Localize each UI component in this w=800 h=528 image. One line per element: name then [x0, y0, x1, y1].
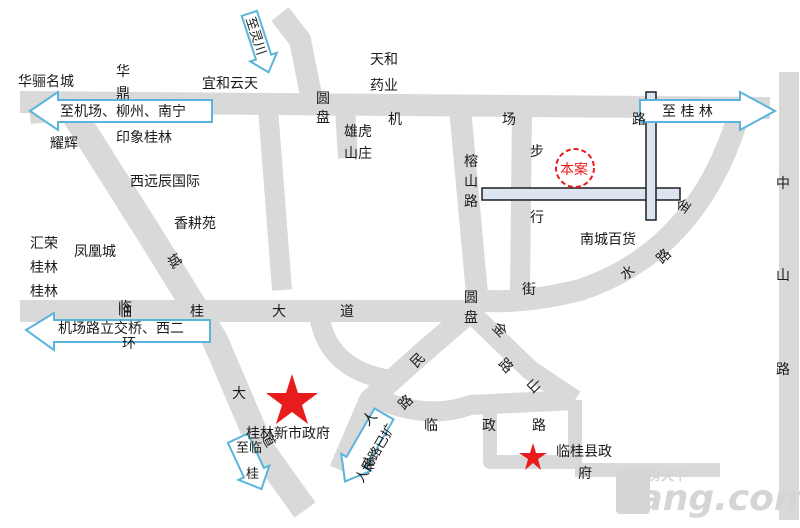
place-nancheng: 南城百货 [580, 231, 636, 248]
road-jinshui [468, 106, 751, 313]
place-county-gov-2: 府 [578, 466, 592, 482]
road-label-lingui-3: 大 [272, 304, 286, 320]
watermark-small: 房天下 [648, 468, 687, 484]
road-label-rongshan-2: 山 [464, 174, 478, 190]
project-marker [555, 148, 595, 188]
road-label-lingui-1: 临 [118, 304, 132, 320]
place-huading-1: 华 [116, 64, 130, 80]
arrow-guilin [639, 90, 778, 132]
road-label-zhongshan-3: 路 [776, 362, 790, 378]
road-label-airport-1: 机 [388, 112, 402, 128]
arrow-airport [28, 90, 213, 132]
road-label-zhongshan-1: 中 [776, 176, 790, 192]
place-huading-2: 鼎 [116, 86, 130, 102]
place-xiongfu-2: 山庄 [344, 145, 372, 162]
road-label-rongshan-3: 路 [464, 194, 478, 210]
road-label-lingui-4: 道 [340, 304, 354, 320]
road-label-chengguan-2: 道 [257, 430, 278, 450]
road-diagonal [59, 101, 316, 518]
road-label-buxing-2: 行 [530, 210, 544, 226]
road-label-chengguan-1: 大 [232, 386, 246, 402]
place-lingui-short: 临 [118, 300, 132, 316]
place-city-gov: 桂林新市政府 [246, 425, 330, 442]
arrow-west [24, 311, 211, 352]
place-labels: 华骊名城 华 鼎 宜和云天 天和 药业 耀辉 印象桂林 雄虎 山庄 西远辰国际 … [18, 52, 636, 482]
arrow-lingui [226, 432, 272, 491]
highlight-vertical [645, 91, 657, 221]
place-tianhe-1: 天和 [370, 52, 398, 68]
arrow-north [240, 9, 279, 74]
place-xiongfu-1: 雄虎 [344, 124, 372, 140]
watermark: 房天下 Fang.com [616, 468, 800, 519]
road-label-linzheng-3: 路 [532, 418, 546, 434]
road-label-airport-3: 路 [632, 112, 646, 128]
road-label-roundabout-north-1: 圆 [316, 91, 330, 107]
place-fenghuang: 凤凰城 [74, 244, 116, 260]
place-huirong-1: 汇荣 [30, 236, 58, 252]
road-labels: 机 场 路 圆 盘 临 桂 大 道 城 大 道 榕 山 路 步 行 街 金 水 … [118, 91, 790, 450]
arrow-airport-label: 至机场、柳州、南宁 [60, 103, 186, 120]
road-label-buxing-3: 街 [522, 282, 536, 298]
road-rongshan [449, 106, 489, 307]
road-label-linzheng-2: 政 [482, 418, 496, 434]
road-label-zhongshan-2: 山 [776, 268, 790, 284]
road-network [19, 7, 799, 520]
road-v1 [258, 107, 292, 291]
place-county-gov-1: 临桂县政 [556, 444, 612, 460]
place-yaohui: 耀辉 [50, 136, 78, 152]
markers: 本案 [266, 148, 595, 470]
road-north [271, 7, 323, 111]
arrow-lingui-label-2: 桂 [246, 467, 259, 482]
place-tianhe-2: 药业 [370, 78, 398, 94]
place-hualicheng: 华骊名城 [18, 74, 74, 90]
star-city-gov [266, 374, 318, 424]
watermark-main: Fang.com [618, 478, 800, 519]
road-label-roundabout-north-2: 盘 [316, 109, 330, 126]
place-xiyuan: 西远辰国际 [130, 174, 200, 190]
highlight-roads [481, 91, 681, 221]
project-label: 本案 [560, 161, 588, 178]
road-label-buxing-1: 步 [530, 144, 544, 160]
road-label-roundabout-south-2: 盘 [464, 309, 478, 326]
arrow-west-label: 机场路立交桥、西二 [58, 320, 184, 337]
direction-arrows: 至机场、柳州、南宁 至 桂 林 至灵川 机场路立交桥、西二 环 至临 桂 人民路… [24, 9, 778, 491]
road-label-linzheng-1: 临 [424, 418, 438, 434]
road-label-airport-2: 场 [502, 112, 516, 128]
arrow-renmin [340, 407, 395, 483]
arrow-west-label-2: 环 [122, 336, 136, 352]
arrow-lingui-label: 至临 [236, 441, 262, 456]
arrow-guilin-label: 至 桂 林 [662, 104, 713, 120]
road-renmin [329, 303, 478, 475]
star-county-gov [519, 443, 547, 470]
place-huirong-3: 桂林 [30, 284, 58, 300]
highlight-horizontal [481, 187, 681, 201]
road-v2 [335, 107, 358, 159]
arrow-renmin-label-2: 建 [362, 457, 375, 472]
road-loop [310, 317, 392, 390]
road-jinshan [463, 304, 581, 409]
place-yinxiang: 印象桂林 [116, 130, 172, 146]
place-yihe: 宜和云天 [202, 76, 258, 92]
place-xianggeng: 香耕苑 [174, 215, 216, 232]
place-huirong-2: 桂林 [30, 260, 58, 276]
road-label-lingui-2: 桂 [190, 304, 204, 320]
road-linzheng [376, 390, 576, 422]
watermark-badge [616, 470, 650, 514]
road-label-rongshan-1: 榕 [464, 154, 478, 170]
road-label-roundabout-south-1: 圆 [464, 290, 478, 306]
